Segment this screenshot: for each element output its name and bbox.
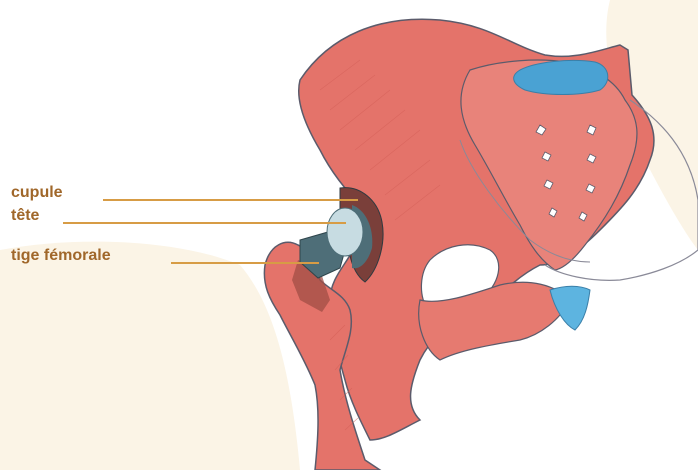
background-blob-left: [0, 242, 300, 470]
leader-line-tete: [63, 222, 346, 224]
label-cupule: cupule: [11, 184, 63, 202]
femoral-head: [327, 208, 363, 256]
label-tige-femorale: tige fémorale: [11, 247, 111, 265]
leader-line-cupule: [103, 199, 358, 201]
coccyx: [550, 286, 590, 330]
leader-line-tige-femorale: [171, 262, 319, 264]
label-tete: tête: [11, 207, 39, 225]
